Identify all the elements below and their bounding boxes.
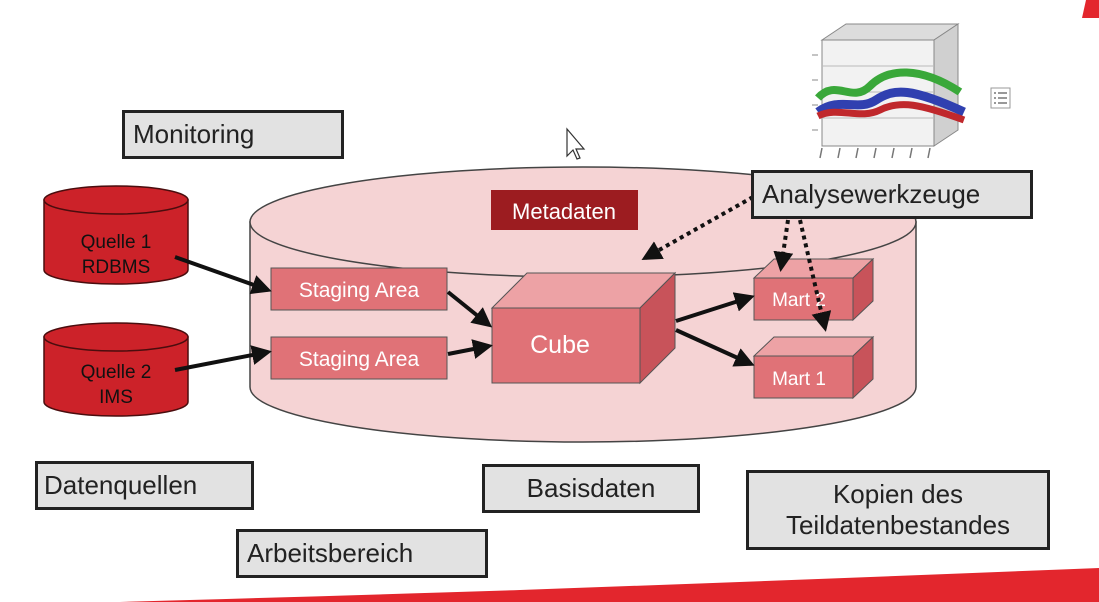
analysewerkzeuge-label-box: Analysewerkzeuge [751, 170, 1033, 219]
arrow-staging1-to-cube [446, 290, 493, 328]
top-accent-bar [1082, 0, 1099, 18]
source-database-2: Quelle 2 IMS [43, 322, 189, 417]
mart-2-label: Mart 2 [772, 290, 826, 311]
arrow-cube-to-mart2 [675, 292, 755, 323]
mart-1: Mart 1 [752, 335, 875, 400]
metadaten-box: Metadaten [491, 190, 638, 230]
staging-area-1-label: Staging Area [299, 279, 420, 302]
arrow-staging2-to-cube [447, 339, 493, 359]
data-flow-arrows [174, 255, 755, 372]
kopien-label-line2: Teildatenbestandes [785, 510, 1011, 540]
arbeitsbereich-label-box: Arbeitsbereich [236, 529, 488, 578]
monitoring-label: Monitoring [133, 119, 255, 149]
source-1-name: Quelle 1 [81, 232, 152, 253]
monitoring-label-box: Monitoring [122, 110, 344, 159]
mart-2: Mart 2 [752, 257, 875, 322]
bottom-swoosh [120, 568, 1099, 602]
arbeitsbereich-label: Arbeitsbereich [247, 538, 414, 568]
arrow-source2-to-staging2 [174, 345, 272, 372]
arrow-source1-to-staging1 [174, 255, 272, 295]
staging-area-2-label: Staging Area [299, 348, 420, 371]
3d-chart-thumbnail [812, 23, 966, 159]
datenquellen-label: Datenquellen [44, 470, 198, 500]
cube-label: Cube [530, 331, 590, 359]
analysewerkzeuge-label: Analysewerkzeuge [762, 179, 981, 209]
arrow-tools-to-mart1 [798, 219, 832, 332]
mart-1-label: Mart 1 [772, 369, 826, 390]
tool-access-arrows [641, 191, 832, 332]
arrow-tools-to-warehouse [641, 191, 761, 260]
datenquellen-label-box: Datenquellen [35, 461, 254, 510]
kopien-label-line1: Kopien des [832, 478, 964, 509]
staging-area-1: Staging Area [270, 267, 448, 311]
arrow-tools-to-mart2 [773, 219, 794, 272]
source-2-type: IMS [99, 387, 133, 408]
kopien-label-box: Kopien des Teildatenbestandes [746, 470, 1050, 550]
source-database-1: Quelle 1 RDBMS [43, 185, 189, 285]
source-2-name: Quelle 2 [81, 362, 152, 383]
cube: Cube [490, 271, 677, 385]
staging-area-2: Staging Area [270, 336, 448, 380]
arrow-cube-to-mart1 [675, 328, 755, 367]
legend-icon [990, 87, 1011, 109]
metadaten-label: Metadaten [512, 199, 616, 224]
basisdaten-label: Basisdaten [526, 473, 656, 503]
source-1-type: RDBMS [82, 257, 151, 278]
basisdaten-label-box: Basisdaten [482, 464, 700, 513]
mouse-cursor-icon [566, 127, 586, 160]
